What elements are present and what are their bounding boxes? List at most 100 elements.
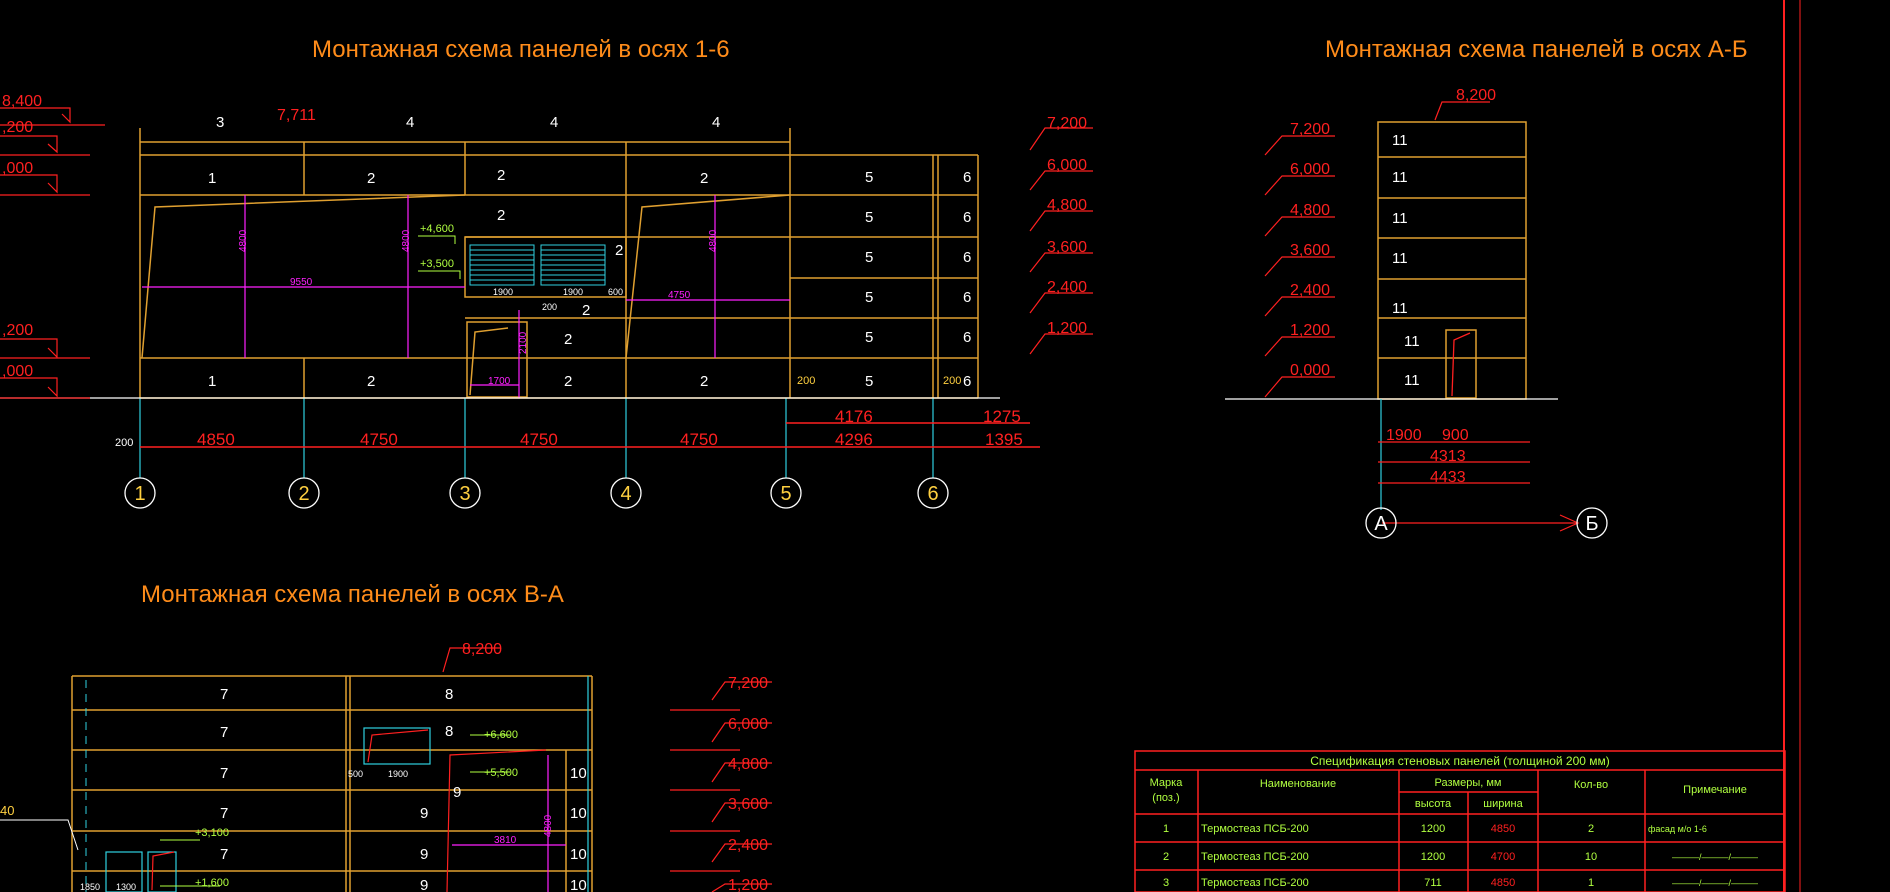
level-label: 1,200 — [728, 877, 768, 892]
axis-bubble — [449, 477, 481, 509]
panel-label: 5 — [865, 373, 873, 390]
level-right-label: 2,400 — [1047, 279, 1087, 296]
small-dim-label: 200 — [943, 375, 961, 387]
dim-label: 4313 — [1430, 448, 1466, 465]
inner-dim-label: 4800 — [238, 229, 249, 252]
spec-header-name: Наименование — [1260, 778, 1336, 790]
level-label: 2,400 — [1290, 282, 1330, 299]
axis-bubble — [770, 477, 802, 509]
spec-header-height: высота — [1415, 798, 1452, 810]
panel-label: 11 — [1392, 210, 1408, 227]
panel-label: 6 — [963, 249, 971, 266]
panel-label: 6 — [963, 289, 971, 306]
panel-label: 2 — [367, 373, 375, 390]
leader-label: 4 — [712, 114, 720, 131]
elev-mark-label: +3,500 — [420, 258, 454, 270]
leader-label: 3 — [216, 114, 224, 131]
panel-label: 2 — [564, 331, 572, 348]
leader-label: 4 — [550, 114, 558, 131]
inner-dim-label: 1700 — [488, 376, 511, 387]
panel-label: 2 — [700, 170, 708, 187]
panel-label: 8 — [445, 686, 453, 703]
spec-header-qty: Кол-во — [1574, 779, 1608, 791]
level-label: 1,200 — [1290, 322, 1330, 339]
title-axes-v-a: Монтажная схема панелей в осях В-А — [141, 581, 564, 608]
level-label: 6,000 — [1290, 161, 1330, 178]
axis-label: 2 — [298, 483, 309, 505]
level-left-label: ,000 — [2, 160, 33, 177]
axis-label: Б — [1585, 513, 1598, 535]
spec-cell-note: фасад м/о 1-6 — [1648, 824, 1707, 834]
axis-bubble — [610, 477, 642, 509]
dim-label: 4296 — [835, 430, 873, 449]
panel-label: 5 — [865, 209, 873, 226]
inner-dim-label: 2100 — [518, 331, 529, 354]
elevation-v-a — [0, 647, 772, 892]
panel-label: 11 — [1404, 372, 1420, 389]
dim-label: 1900 — [1386, 427, 1422, 444]
level-left-label: 8,400 — [2, 93, 42, 110]
spec-table — [1134, 750, 1786, 892]
level-label: 7,200 — [1290, 121, 1330, 138]
spec-header-width: ширина — [1483, 798, 1523, 810]
panel-label: 6 — [963, 169, 971, 186]
window-dim-label: 600 — [608, 287, 623, 297]
panel-label: 2 — [564, 373, 572, 390]
panel-label: 9 — [453, 784, 461, 801]
panel-label: 2 — [615, 242, 623, 259]
axis-label: 4 — [620, 483, 631, 505]
level-label: 7,200 — [728, 675, 768, 692]
level-label: 6,000 — [728, 716, 768, 733]
panel-label: 11 — [1404, 333, 1420, 350]
dim-label: 500 — [348, 769, 363, 779]
panel-label: 2 — [700, 373, 708, 390]
small-dim-label: 200 — [797, 375, 815, 387]
panel-label: 11 — [1392, 250, 1408, 267]
axis-bubble — [288, 477, 320, 509]
elev-mark-label: +5,500 — [484, 767, 518, 779]
spec-cell-note: ———/———/——— — [1672, 878, 1758, 888]
dim-label: 4176 — [835, 407, 873, 426]
level-label: 4,800 — [728, 756, 768, 773]
axis-label: А — [1374, 513, 1388, 535]
elev-mark-label: +6,600 — [484, 729, 518, 741]
spec-header-mark: Марка — [1150, 777, 1184, 789]
inner-dim-label: 4750 — [668, 290, 691, 301]
panel-label: 1 — [208, 373, 216, 390]
level-right-label: 1,200 — [1047, 320, 1087, 337]
dim-label: 4800 — [543, 814, 554, 837]
panel-label: 11 — [1392, 132, 1408, 149]
small-dim-label: 200 — [115, 437, 133, 449]
panel-label: 9 — [420, 846, 428, 863]
top-mark-label: 7,711 — [277, 107, 316, 124]
levels-left-1-6 — [0, 107, 105, 399]
level-label: 3,600 — [728, 796, 768, 813]
window-dim-label: 1900 — [493, 287, 513, 297]
levels-right-1-6 — [1029, 127, 1093, 355]
panel-label: 6 — [963, 329, 971, 346]
window-dim-label: 1900 — [563, 287, 583, 297]
dim-label: 1900 — [388, 769, 408, 779]
panel-label: 5 — [865, 169, 873, 186]
spec-cell-width: 4700 — [1491, 851, 1515, 863]
spec-cell-height: 711 — [1424, 877, 1442, 889]
axis-label: 5 — [780, 483, 791, 505]
panel-label: 9 — [420, 877, 428, 892]
spec-cell-mark: 1 — [1163, 823, 1169, 835]
elevation-1-6 — [0, 128, 1040, 478]
spec-cell-width: 4850 — [1491, 823, 1515, 835]
axis-bubble — [124, 477, 156, 509]
level-left-label: ,000 — [2, 363, 33, 380]
spec-cell-name: Термостеаз ПСБ-200 — [1201, 877, 1309, 889]
panel-label: 11 — [1392, 300, 1408, 317]
title-axes-a-b: Монтажная схема панелей в осях А-Б — [1325, 36, 1748, 63]
dim-label: 4433 — [1430, 469, 1466, 486]
level-label: 3,600 — [1290, 242, 1330, 259]
spec-cell-mark: 2 — [1163, 851, 1169, 863]
panel-label: 2 — [497, 167, 505, 184]
panel-label: 10 — [570, 877, 587, 892]
left-mark-label: 40 — [0, 803, 14, 818]
panel-label: 7 — [220, 724, 228, 741]
spec-header-mark2: (поз.) — [1152, 792, 1179, 804]
